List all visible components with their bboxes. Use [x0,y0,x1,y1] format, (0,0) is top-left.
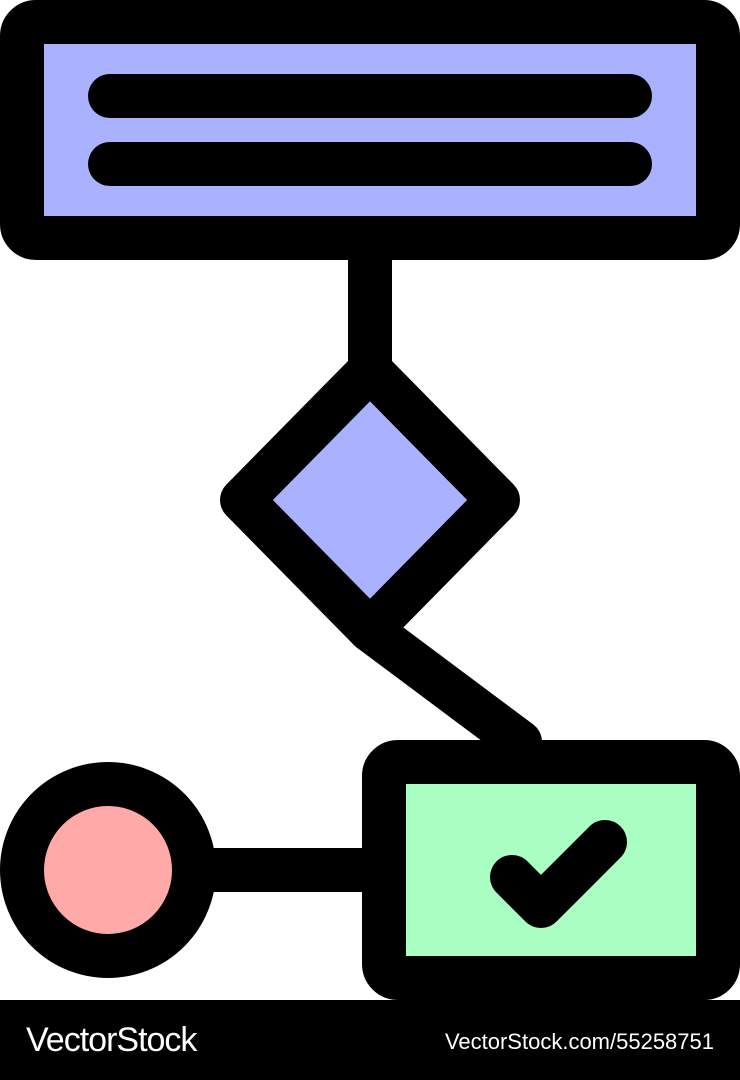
stock-id-text: VectorStock.com/55258751 [444,1029,714,1054]
process-box [0,0,740,260]
circle-node-icon [0,762,216,978]
flowchart-icon [0,0,740,1000]
text-lines-icon [88,74,652,186]
vectorstock-logo: VectorStock [26,1021,197,1059]
diamond-icon [220,348,520,652]
checkmark-icon [490,820,627,928]
connector-decision-result [348,608,542,764]
watermark-footer: VectorStock VectorStock.com/55258751 [0,1000,740,1080]
flowchart-svg [0,0,740,1000]
